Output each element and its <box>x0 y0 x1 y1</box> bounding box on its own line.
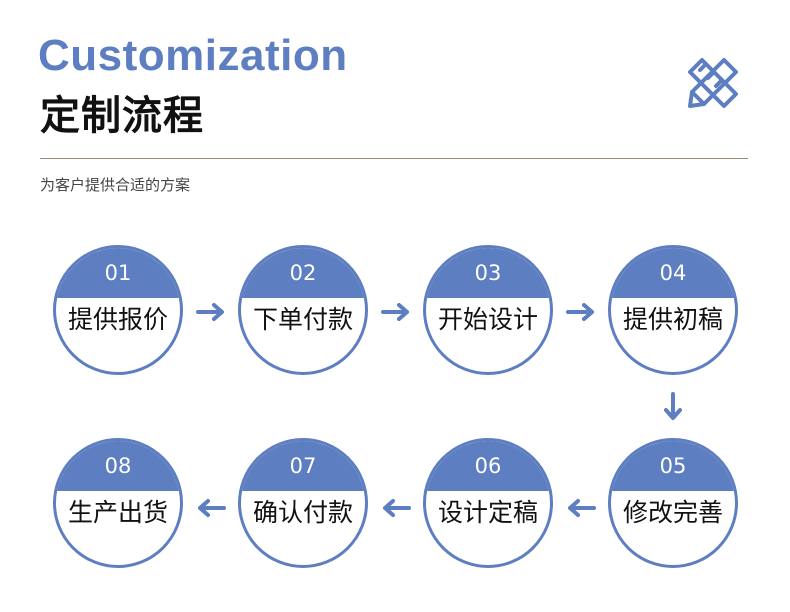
step-header <box>56 441 180 491</box>
arrow-right-icon <box>196 303 224 321</box>
step-number: 02 <box>289 261 317 285</box>
step-08: 08 生产出货 <box>53 438 183 568</box>
step-header <box>426 248 550 298</box>
step-label: 确认付款 <box>252 498 353 527</box>
step-04: 04 提供初稿 <box>608 245 738 375</box>
step-header <box>426 441 550 491</box>
step-number: 07 <box>289 454 317 478</box>
step-label: 修改完善 <box>622 498 723 527</box>
step-label: 开始设计 <box>437 305 538 334</box>
step-label: 生产出货 <box>67 498 168 527</box>
page-title-english: Customization <box>38 31 348 80</box>
arrow-left-icon <box>198 499 226 517</box>
arrow-left-icon <box>383 499 411 517</box>
step-number: 04 <box>659 261 687 285</box>
step-label: 提供报价 <box>67 305 168 334</box>
step-label: 设计定稿 <box>437 498 538 527</box>
step-05: 05 修改完善 <box>608 438 738 568</box>
step-02: 02 下单付款 <box>238 245 368 375</box>
step-header <box>56 248 180 298</box>
arrow-right-icon <box>381 303 409 321</box>
step-number: 03 <box>474 261 502 285</box>
step-number: 05 <box>659 454 687 478</box>
step-header <box>241 441 365 491</box>
step-label: 下单付款 <box>252 305 353 334</box>
pencil-ruler-icon <box>688 58 738 108</box>
step-label: 提供初稿 <box>622 305 723 334</box>
step-number: 08 <box>104 454 132 478</box>
step-header <box>611 441 735 491</box>
arrow-left-icon <box>568 499 596 517</box>
page-title: 定制流程 <box>40 93 204 139</box>
subtitle: 为客户提供合适的方案 <box>40 176 191 194</box>
step-07: 07 确认付款 <box>238 438 368 568</box>
step-header <box>611 248 735 298</box>
header-divider <box>40 158 748 159</box>
arrow-down-icon <box>664 392 682 420</box>
step-01: 01 提供报价 <box>53 245 183 375</box>
step-06: 06 设计定稿 <box>423 438 553 568</box>
step-number: 06 <box>474 454 502 478</box>
step-number: 01 <box>104 261 132 285</box>
step-header <box>241 248 365 298</box>
arrow-right-icon <box>566 303 594 321</box>
step-03: 03 开始设计 <box>423 245 553 375</box>
